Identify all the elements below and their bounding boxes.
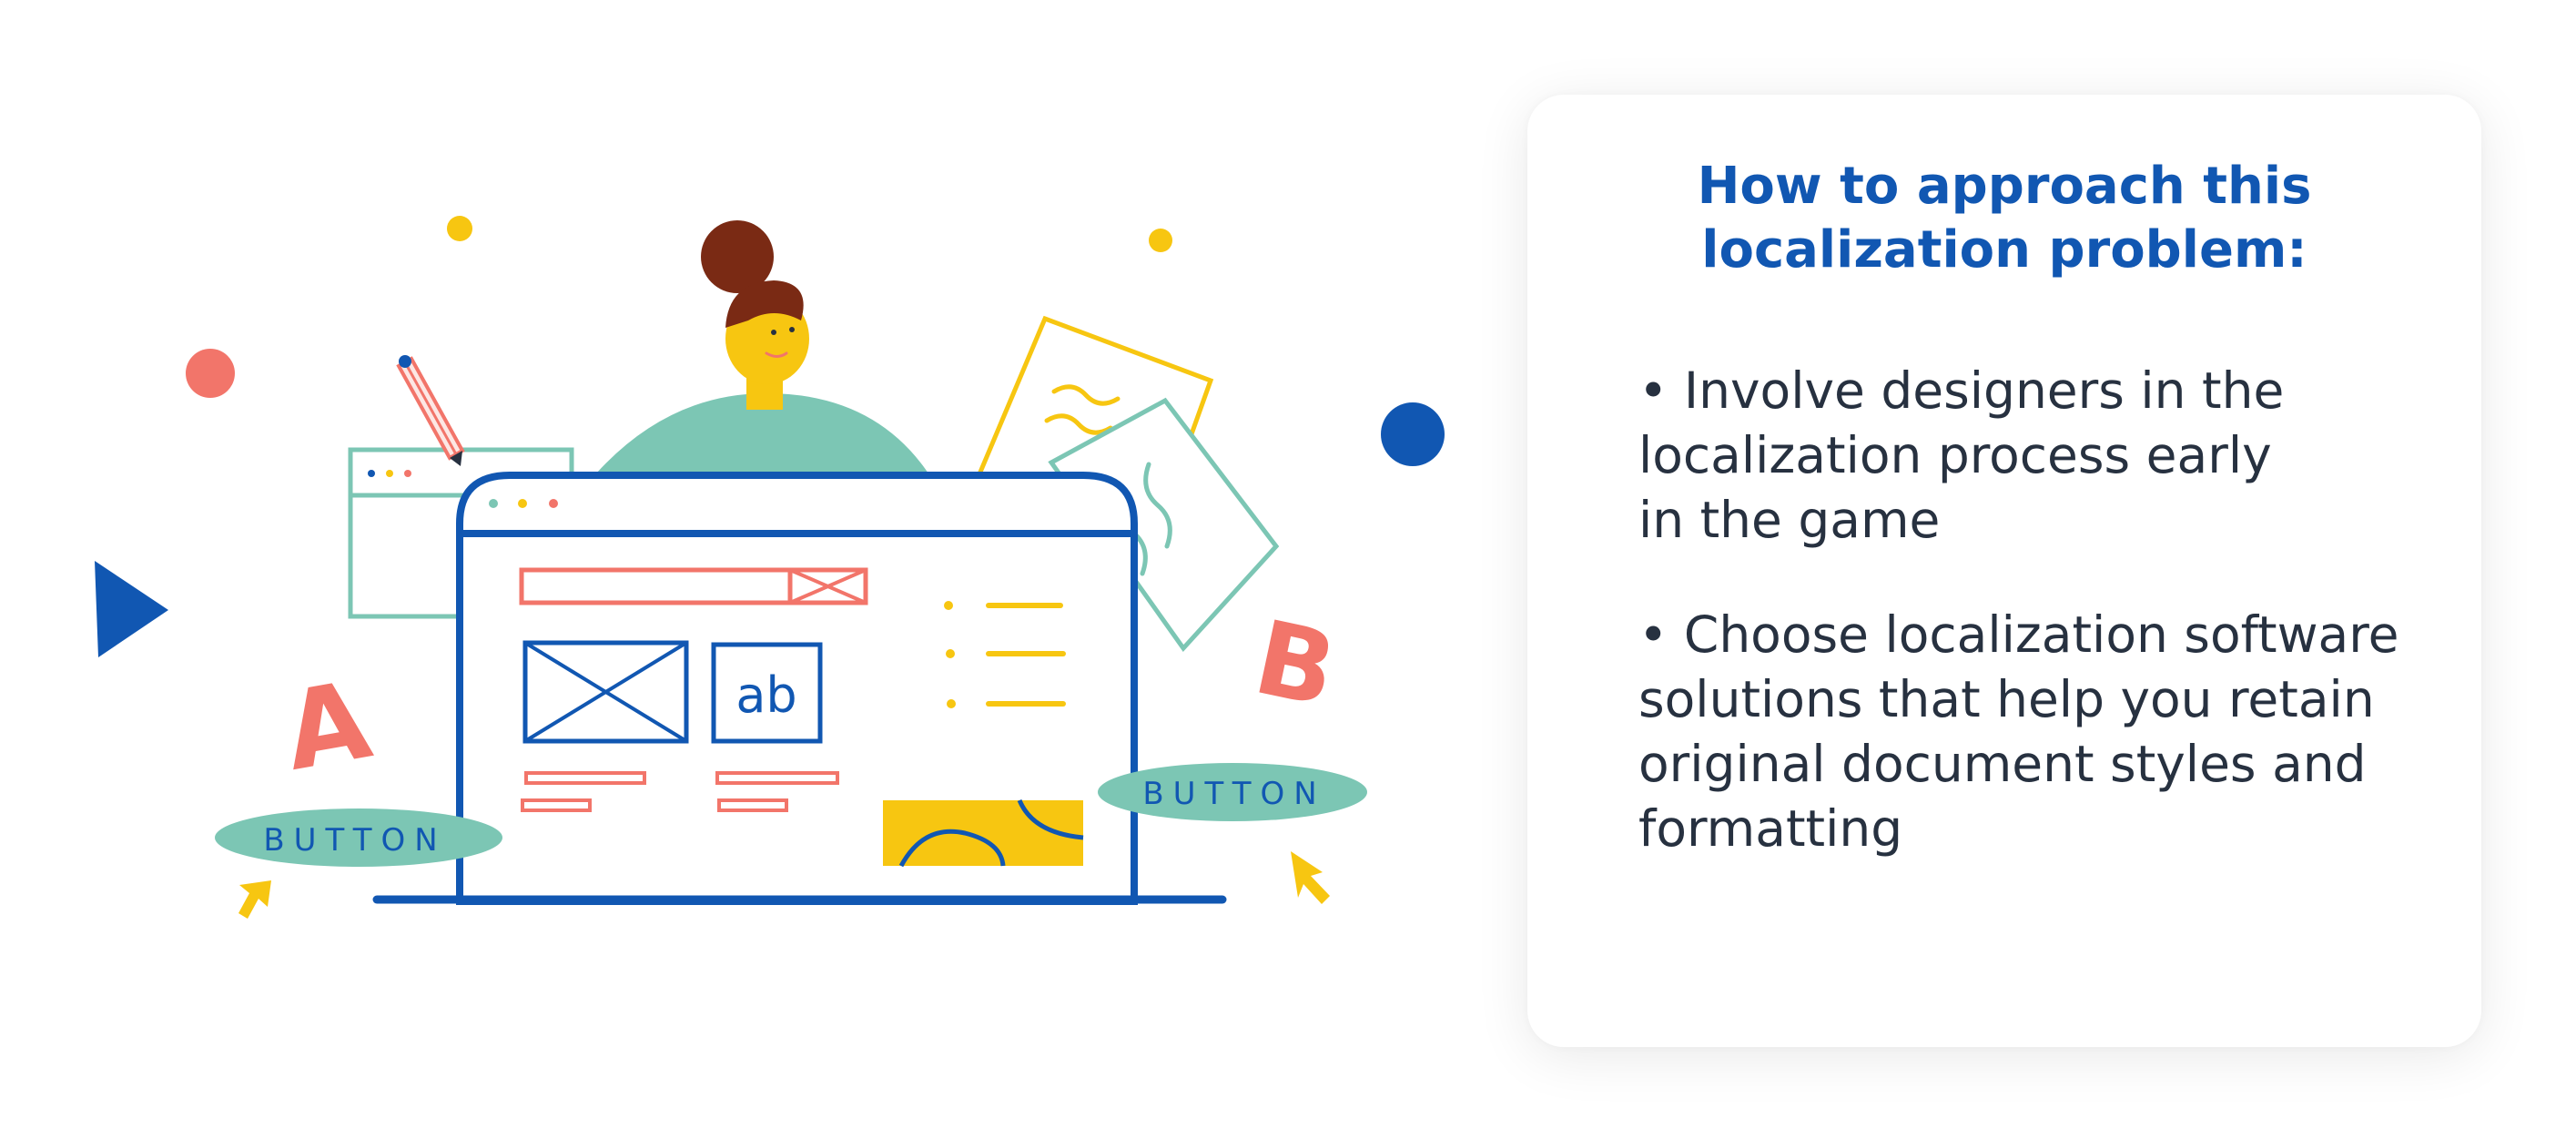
cursor-icon-left	[238, 880, 271, 919]
person-illustration	[596, 220, 928, 473]
card-title: How to approach this localization proble…	[1697, 157, 2312, 280]
yellow-dot-right	[1149, 229, 1172, 252]
yellow-dot-left	[447, 216, 472, 241]
cursor-icon-right	[1291, 851, 1330, 904]
info-card: How to approach this localization proble…	[1527, 95, 2481, 1047]
list-item: • Choose localization software solutions…	[1638, 603, 2458, 861]
letter-a: A	[276, 656, 380, 795]
button-left: BUTTON	[215, 808, 502, 867]
bullet-list: • Involve designers in the localization …	[1638, 359, 2458, 911]
illustration: ab A B BUTTON BUTTON	[95, 216, 1445, 919]
button-left-label: BUTTON	[263, 822, 446, 859]
bullet-text: • Involve designers in the localization …	[1638, 361, 2285, 549]
bullet-text: • Choose localization software solutions…	[1638, 605, 2399, 858]
list-item: • Involve designers in the localization …	[1638, 359, 2458, 553]
coral-dot	[186, 349, 235, 398]
blue-dot	[1381, 402, 1445, 466]
button-right-label: BUTTON	[1142, 776, 1325, 812]
blue-triangle-icon	[95, 561, 168, 657]
pencil-icon	[396, 355, 465, 466]
main-browser-window: ab	[372, 472, 1227, 905]
ab-placeholder-text: ab	[735, 666, 796, 724]
button-right: BUTTON	[1098, 763, 1367, 821]
letter-b: B	[1245, 599, 1346, 731]
